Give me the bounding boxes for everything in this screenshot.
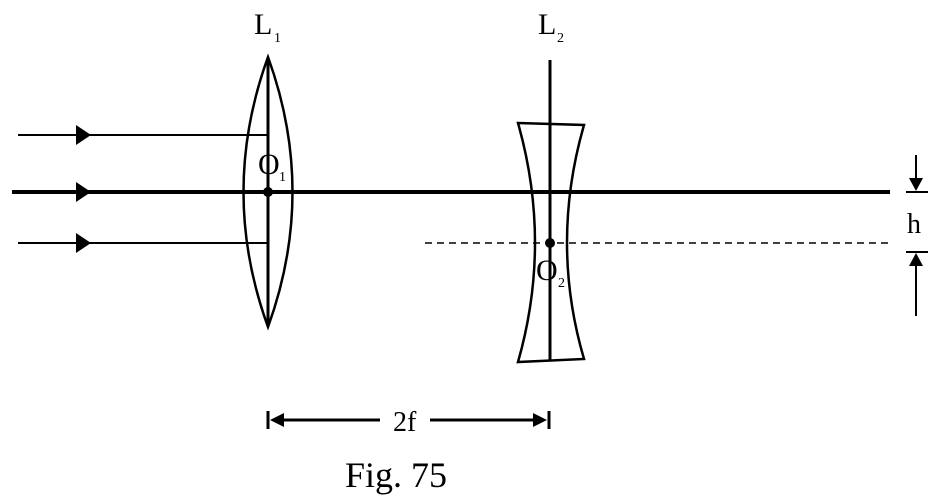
lens-l1-label-subscript: 1 — [274, 31, 281, 46]
lens-l1-label: L — [254, 8, 272, 41]
lens-l1-center-dot — [263, 187, 273, 197]
arrowhead-bottom — [76, 233, 91, 253]
arrowhead-middle — [76, 182, 91, 202]
center-o1-label-subscript: 1 — [279, 170, 286, 185]
lens-l2-label-subscript: 2 — [557, 31, 564, 46]
diverging-lens-l2 — [516, 121, 586, 364]
center-o2-label: O — [536, 254, 558, 287]
center-o2-label-subscript: 2 — [558, 276, 565, 291]
lens-l2-label: L — [538, 8, 556, 41]
figure-caption: Fig. 75 — [345, 455, 447, 495]
offset-label: h — [907, 209, 921, 240]
separation-arrowhead-right — [533, 413, 547, 427]
offset-arrowhead-upper — [909, 178, 923, 191]
separation-arrowhead-left — [270, 413, 284, 427]
separation-label: 2f — [393, 407, 417, 438]
arrowhead-top — [76, 125, 91, 145]
center-o1-label: O — [258, 148, 280, 181]
